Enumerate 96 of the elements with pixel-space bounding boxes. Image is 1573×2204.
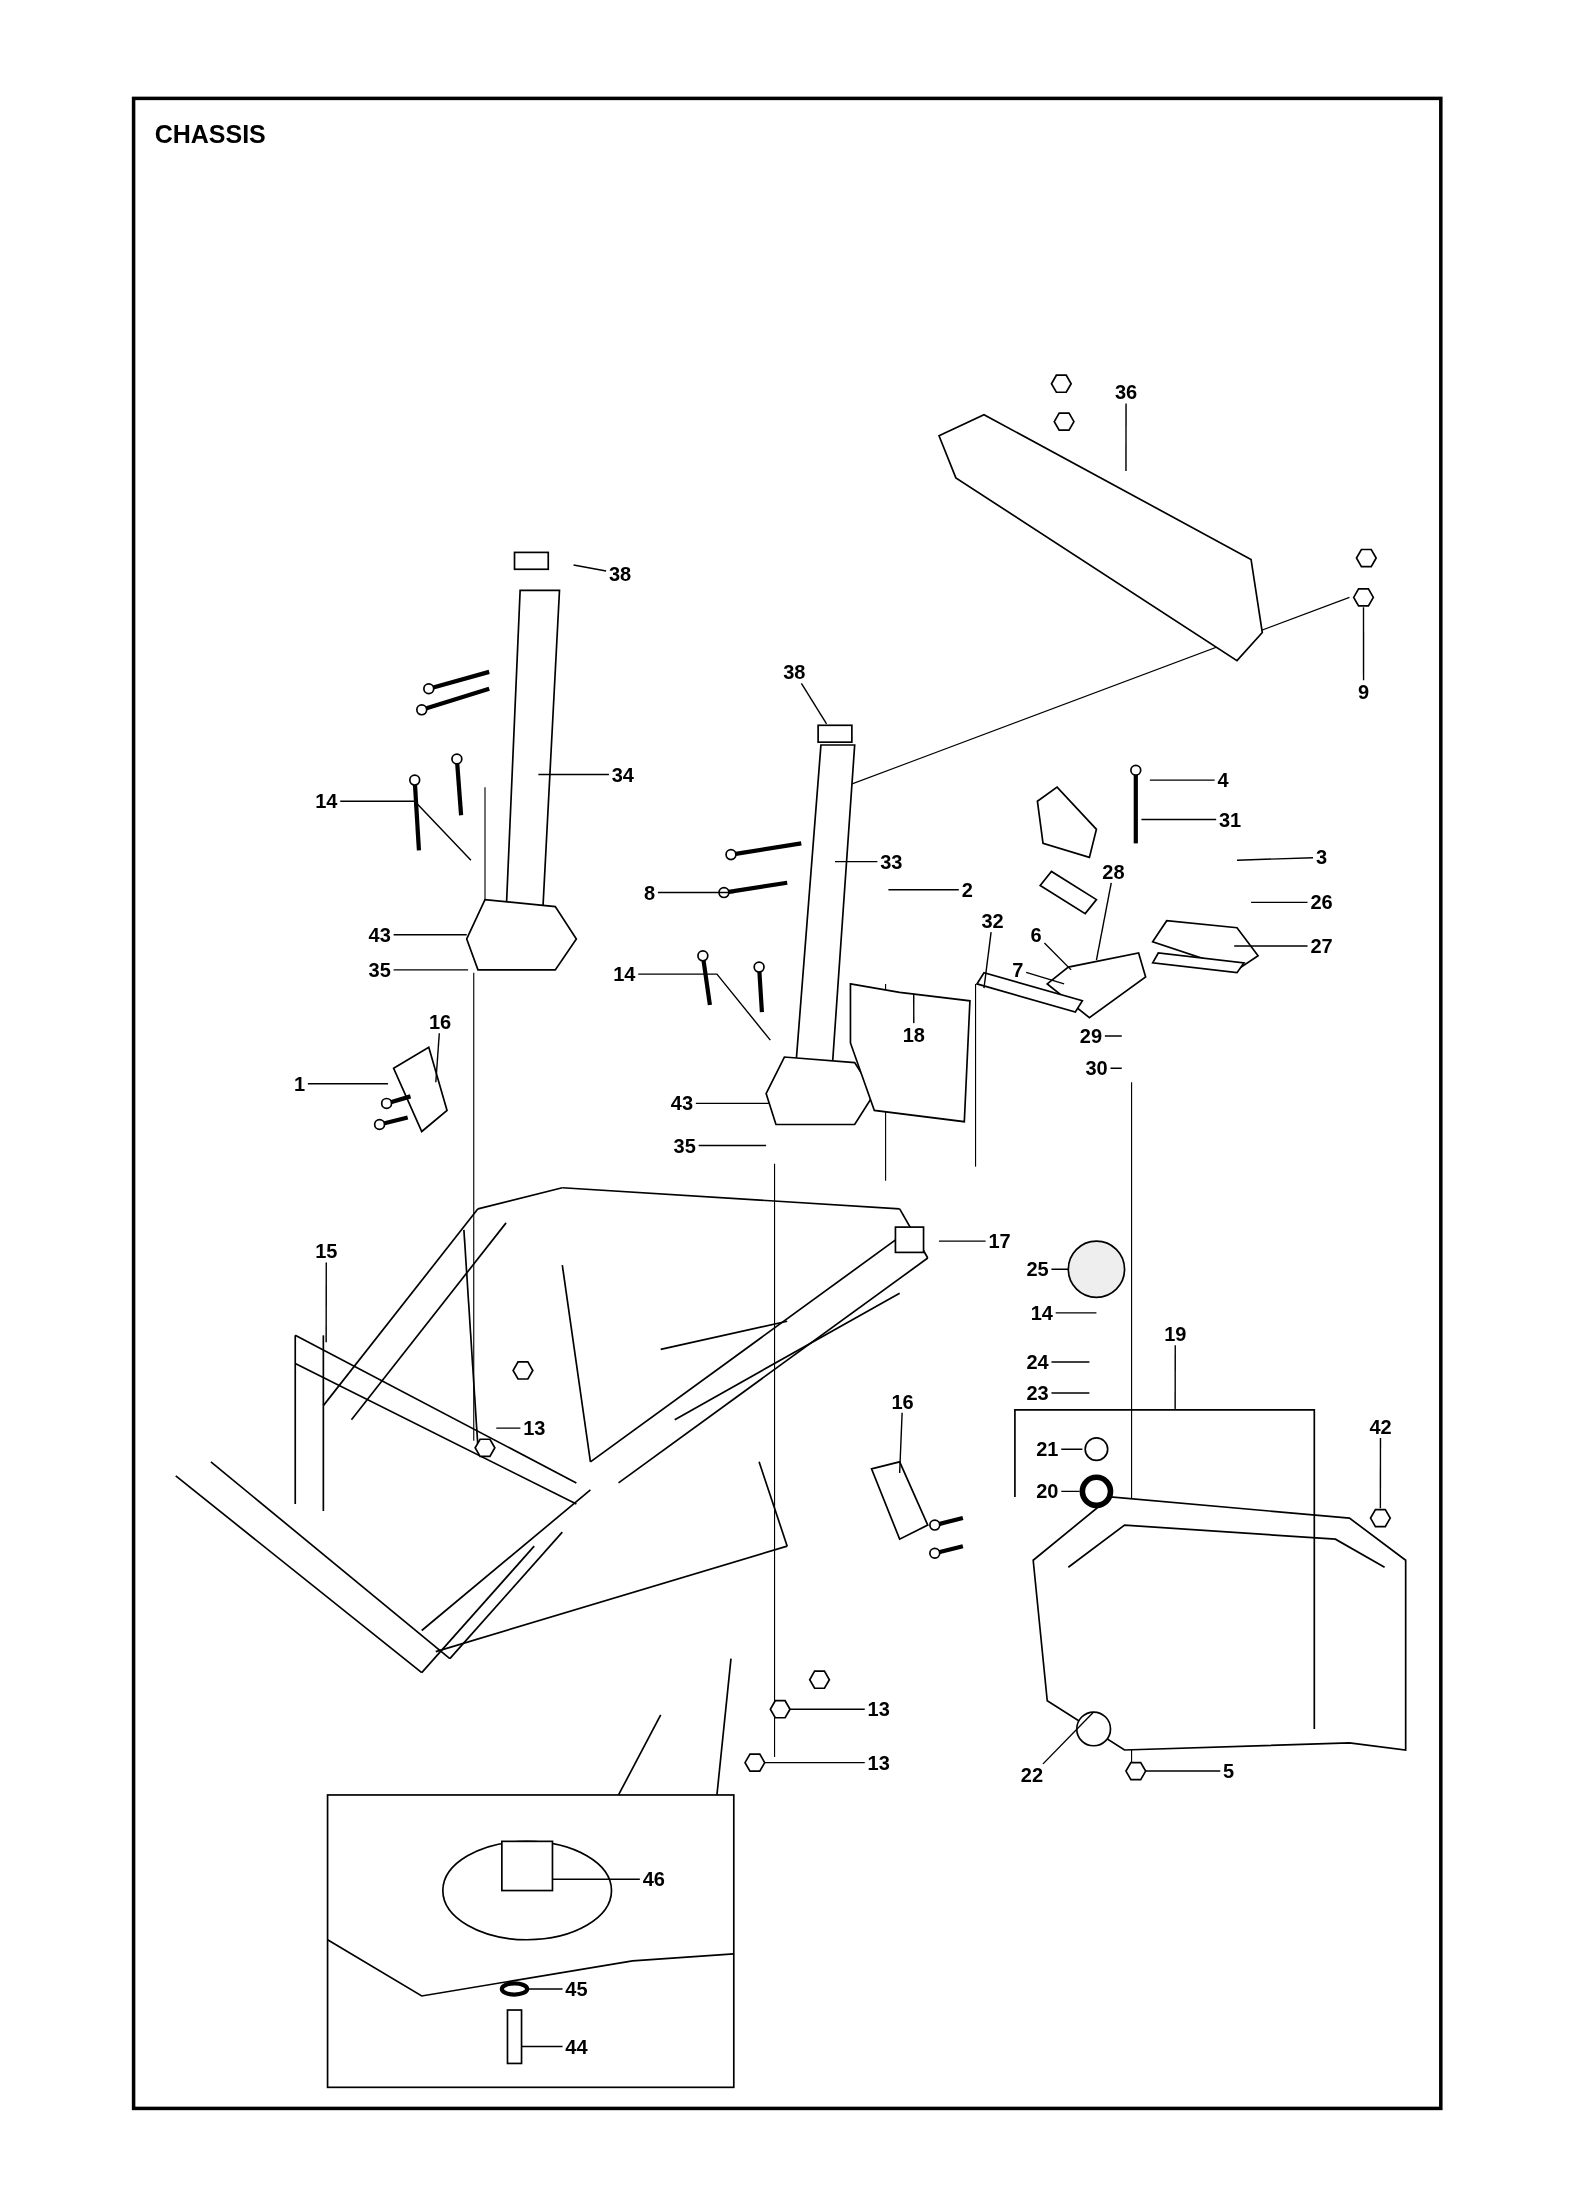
leader-line <box>1109 1067 1123 1069</box>
leader-line <box>572 564 607 572</box>
callout-number: 13 <box>867 1699 890 1720</box>
leader-line <box>1050 1392 1091 1394</box>
leader-line <box>1054 1312 1098 1314</box>
callout-number: 13 <box>523 1418 546 1439</box>
callout-number: 7 <box>1012 959 1024 980</box>
leader-line <box>1233 945 1309 947</box>
callout-number: 45 <box>565 1979 588 2000</box>
callout-number: 46 <box>642 1869 665 1890</box>
leader-line <box>392 969 469 971</box>
leader-line <box>1060 1448 1084 1450</box>
leader-line <box>307 1083 389 1085</box>
callout-number: 31 <box>1219 809 1242 830</box>
callout-number: 24 <box>1026 1352 1049 1373</box>
leader-line <box>1042 1711 1095 1765</box>
leader-line <box>938 1240 987 1242</box>
callout-number: 14 <box>315 791 338 812</box>
callout-number: 14 <box>613 964 636 985</box>
callout-number: 16 <box>429 1011 452 1032</box>
leader-line <box>495 1427 522 1429</box>
leader-line <box>551 1878 641 1880</box>
leader-line <box>1250 901 1309 904</box>
leader-line <box>1060 1490 1081 1493</box>
leader-line <box>657 891 735 894</box>
leader-line <box>1095 882 1112 961</box>
callout-number: 6 <box>1030 924 1042 945</box>
callout-number: 34 <box>611 764 634 785</box>
leader-line <box>1362 606 1365 681</box>
leader-line <box>1025 971 1065 985</box>
leader-line <box>1236 857 1314 861</box>
leader-line <box>1140 818 1217 821</box>
leader-line <box>1379 1437 1382 1509</box>
callout-number: 1 <box>293 1073 306 1094</box>
callout-number: 27 <box>1310 936 1333 957</box>
leader-line <box>898 1412 903 1474</box>
leader-line <box>526 1988 564 1990</box>
leader-line <box>339 800 472 861</box>
leader-line <box>1174 1344 1176 1411</box>
title: CHASSIS <box>154 122 266 148</box>
leader-line <box>520 2045 564 2048</box>
leader-line <box>1104 1035 1123 1037</box>
callout-number: 21 <box>1036 1439 1059 1460</box>
callout-number: 17 <box>988 1231 1011 1252</box>
leader-line <box>834 860 879 863</box>
leader-line <box>1125 402 1127 472</box>
callout-number: 33 <box>880 851 903 872</box>
callout-number: 3 <box>1315 847 1327 868</box>
leader-line <box>1149 779 1216 781</box>
callout-number: 8 <box>643 882 656 903</box>
callout-number: 5 <box>1223 1761 1235 1782</box>
callout-number: 38 <box>608 563 632 584</box>
leader-line <box>695 1102 770 1105</box>
callout-number: 19 <box>1164 1324 1187 1344</box>
callout-number: 2 <box>961 879 973 900</box>
callout-number: 26 <box>1310 892 1333 913</box>
callout-number: 28 <box>1102 861 1125 882</box>
leader-line <box>887 889 960 891</box>
callout-number: 43 <box>368 924 391 945</box>
chassis-drawing <box>174 374 1407 2089</box>
callout-number: 23 <box>1026 1383 1049 1404</box>
callout-number: 20 <box>1036 1481 1059 1502</box>
leader-line <box>392 934 468 936</box>
callout-number: 9 <box>1358 681 1370 702</box>
leader-line <box>789 1708 866 1710</box>
leader-line <box>537 773 610 776</box>
callout-number: 30 <box>1085 1058 1108 1079</box>
callout-number: 18 <box>902 1024 925 1045</box>
callout-number: 38 <box>783 661 806 682</box>
callout-number: 4 <box>1217 770 1229 791</box>
callout-number: 13 <box>867 1752 890 1773</box>
leader-line <box>1144 1770 1221 1772</box>
callout-number: 32 <box>981 910 1004 931</box>
callout-number: 22 <box>1020 1765 1044 1786</box>
leader-line <box>983 931 992 989</box>
leader-line <box>435 1032 441 1084</box>
callout-number: 15 <box>315 1241 338 1262</box>
callout-number: 25 <box>1026 1259 1049 1280</box>
leader-line <box>637 973 772 1041</box>
callout-number: 36 <box>1114 382 1138 403</box>
leader-line <box>800 682 828 725</box>
callout-number: 14 <box>1030 1302 1053 1323</box>
leader-line <box>697 1144 767 1147</box>
leader-line <box>1043 942 1072 971</box>
leader-line <box>913 993 915 1024</box>
leader-line <box>1050 1361 1091 1363</box>
callout-number: 44 <box>565 2036 588 2057</box>
callout-number: 35 <box>673 1135 696 1156</box>
callout-number: 35 <box>368 959 391 980</box>
leader-line <box>764 1761 866 1764</box>
leader-line <box>1050 1268 1070 1270</box>
callout-number: 29 <box>1079 1026 1103 1046</box>
callout-number: 16 <box>891 1391 914 1412</box>
leader-line <box>325 1261 327 1344</box>
callout-number: 42 <box>1369 1416 1392 1437</box>
callout-number: 43 <box>670 1093 693 1114</box>
